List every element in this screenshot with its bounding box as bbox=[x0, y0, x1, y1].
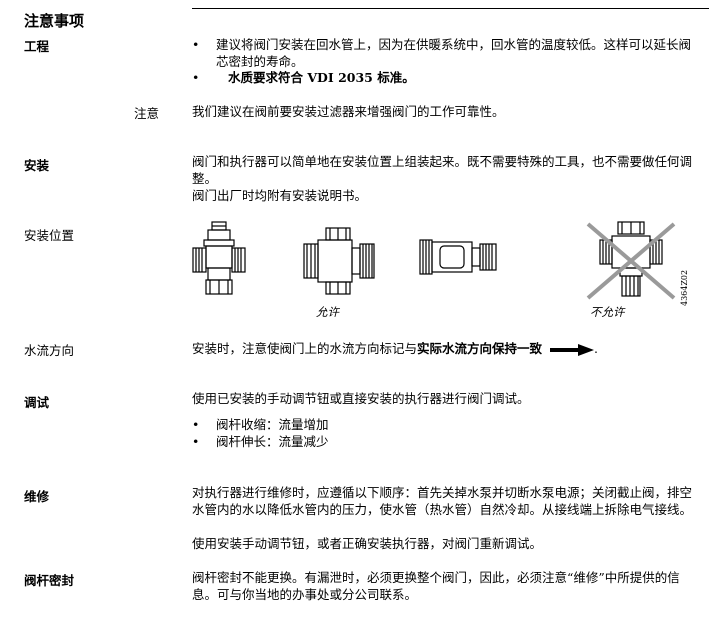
flow-text: 安装时，注意使阀门上的水流方向标记与实际水流方向保持一致 . bbox=[192, 340, 702, 357]
section-label-position: 安装位置 bbox=[24, 228, 75, 243]
caption-not-allowed: 不允许 bbox=[590, 305, 625, 319]
note-text: 我们建议在阀前要安装过滤器来增强阀门的工作可靠性。 bbox=[192, 104, 505, 119]
bullet-text: 阀杆伸长：流量减少 bbox=[216, 434, 329, 449]
section-label-flow: 水流方向 bbox=[24, 343, 75, 358]
bullet-icon: • bbox=[192, 70, 200, 85]
valve-horizontal-icon bbox=[419, 239, 497, 275]
valve-upright-icon bbox=[192, 221, 246, 295]
bullet-icon: • bbox=[192, 37, 200, 52]
figure-code: 4364Z02 bbox=[680, 269, 689, 306]
seal-text: 阀杆密封不能更换。有漏泄时，必须更换整个阀门，因此，必须注意“维修”中所提供的信… bbox=[192, 570, 680, 602]
flow-text-after: . bbox=[594, 341, 598, 356]
maintenance-text-2: 使用安装手动调节钮，或者正确安装执行器，对阀门重新调试。 bbox=[192, 536, 543, 551]
section-label-maintenance: 维修 bbox=[24, 489, 50, 504]
section-label-installation: 安装 bbox=[24, 158, 50, 173]
note-label: 注意 bbox=[134, 106, 160, 121]
section-label-commissioning: 调试 bbox=[24, 395, 50, 410]
flow-arrow-icon bbox=[550, 343, 595, 356]
installation-text-2: 阀门出厂时均附有安装说明书。 bbox=[192, 188, 368, 203]
header-rule bbox=[192, 8, 709, 9]
valve-inverted-crossed-icon bbox=[586, 221, 676, 300]
bullet-icon: • bbox=[192, 434, 200, 449]
bullet-icon: • bbox=[192, 417, 200, 432]
installation-text-1: 阀门和执行器可以简单地在安装位置上组装起来。既不需要特殊的工具，也不需要做任何调… bbox=[192, 154, 693, 186]
flow-text-before: 安装时，注意使阀门上的水流方向标记与 bbox=[192, 341, 418, 356]
flow-text-bold: 实际水流方向保持一致 bbox=[417, 341, 543, 356]
commissioning-text: 使用已安装的手动调节钮或直接安装的执行器进行阀门调试。 bbox=[192, 391, 530, 406]
section-label-seal: 阀杆密封 bbox=[24, 573, 75, 588]
section-label-engineering: 工程 bbox=[24, 39, 50, 54]
caption-allowed: 允许 bbox=[316, 305, 339, 319]
bullet-text: 水质要求符合 VDI 2035 标准。 bbox=[228, 70, 415, 85]
page-title: 注意事项 bbox=[24, 12, 85, 30]
valve-sideways-icon bbox=[303, 227, 375, 295]
bullet-text: 建议将阀门安装在回水管上，因为在供暖系统中，回水管的温度较低。这样可以延长阀芯密… bbox=[216, 37, 692, 69]
maintenance-text-1: 对执行器进行维修时，应遵循以下顺序：首先关掉水泵并切断水泵电源；关闭截止阀，排空… bbox=[192, 485, 693, 517]
bullet-text: 阀杆收缩：流量增加 bbox=[216, 417, 329, 432]
